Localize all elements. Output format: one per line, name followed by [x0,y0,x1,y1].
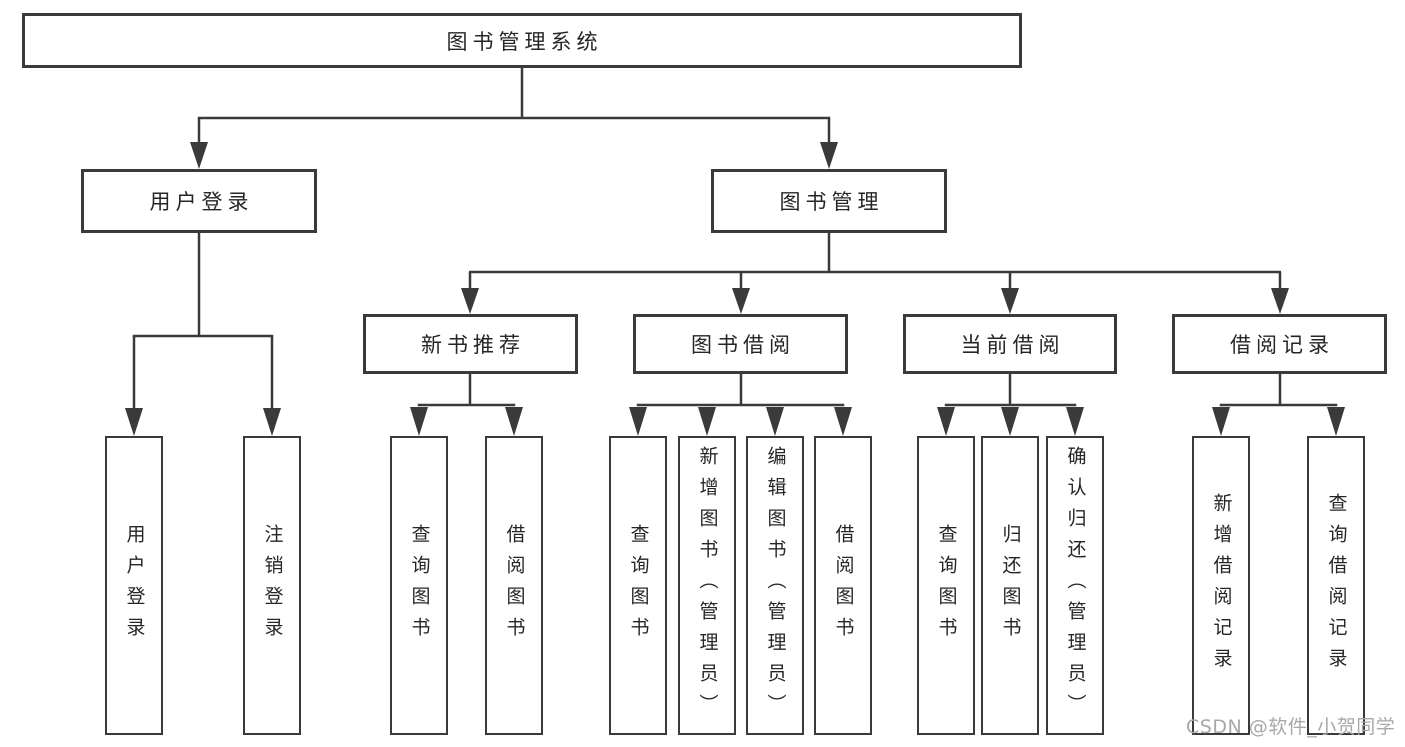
node-label: 新书推荐 [421,333,525,357]
arrowhead-icon [1001,407,1019,436]
arrowhead-icon [1212,407,1230,436]
csdn-watermark: CSDN @软件_小贺同学 [1186,716,1396,738]
arrowhead-icon [629,407,647,436]
node-label: 编辑图书（管理员） [764,446,787,725]
arrowhead-icon [766,407,784,436]
arrowhead-icon [505,407,523,436]
arrowhead-icon [461,288,479,314]
leaf-borrow-books: 借阅图书 [814,436,872,735]
node-label: 图书管理系统 [446,29,603,54]
leaf-user-login: 用户登录 [105,436,163,735]
node-label: 借阅图书 [503,523,526,648]
node-borrowing-records: 借阅记录 [1172,314,1387,374]
leaf-query-books-current: 查询图书 [917,436,975,735]
node-new-book-recommendation: 新书推荐 [363,314,578,374]
node-current-borrowing: 当前借阅 [903,314,1117,374]
node-label: 新增图书（管理员） [696,446,719,725]
arrowhead-icon [125,408,143,436]
node-label: 确认归还（管理员） [1064,446,1087,725]
arrowhead-icon [410,407,428,436]
node-label: 借阅记录 [1230,333,1334,357]
arrowhead-icon [732,288,750,314]
leaf-query-borrow-record: 查询借阅记录 [1307,436,1365,735]
arrowhead-icon [1327,407,1345,436]
node-label: 用户登录 [123,523,146,648]
arrowhead-icon [1271,288,1289,314]
node-label: 图书管理 [779,190,884,214]
arrowhead-icon [937,407,955,436]
leaf-add-borrow-record: 新增借阅记录 [1192,436,1250,735]
node-label: 归还图书 [999,523,1022,648]
node-label: 当前借阅 [960,333,1065,357]
leaf-confirm-return-admin: 确认归还（管理员） [1046,436,1104,735]
node-label: 查询图书 [408,523,431,648]
arrowhead-icon [1066,407,1084,436]
node-library-management-system: 图书管理系统 [22,13,1022,68]
leaf-add-books-admin: 新增图书（管理员） [678,436,736,735]
arrowhead-icon [834,407,852,436]
node-label: 查询图书 [935,523,958,648]
leaf-query-books-newbook: 查询图书 [390,436,448,735]
node-label: 查询图书 [627,523,650,648]
leaf-return-books: 归还图书 [981,436,1039,735]
node-book-management-branch: 图书管理 [711,169,947,233]
arrowhead-icon [820,142,838,169]
leaf-query-books-borrow: 查询图书 [609,436,667,735]
leaf-borrow-books-newbook: 借阅图书 [485,436,543,735]
arrowhead-icon [263,408,281,436]
arrowhead-icon [190,142,208,169]
node-label: 图书借阅 [691,333,795,357]
node-user-login-branch: 用户登录 [81,169,317,233]
leaf-logout: 注销登录 [243,436,301,735]
node-label: 借阅图书 [832,523,855,648]
node-label: 用户登录 [149,190,254,214]
node-book-borrowing: 图书借阅 [633,314,848,374]
arrowhead-icon [1001,288,1019,314]
node-label: 注销登录 [261,523,284,648]
leaf-edit-books-admin: 编辑图书（管理员） [746,436,804,735]
node-label: 查询借阅记录 [1325,492,1348,679]
node-label: 新增借阅记录 [1210,492,1233,679]
arrowhead-icon [698,407,716,436]
